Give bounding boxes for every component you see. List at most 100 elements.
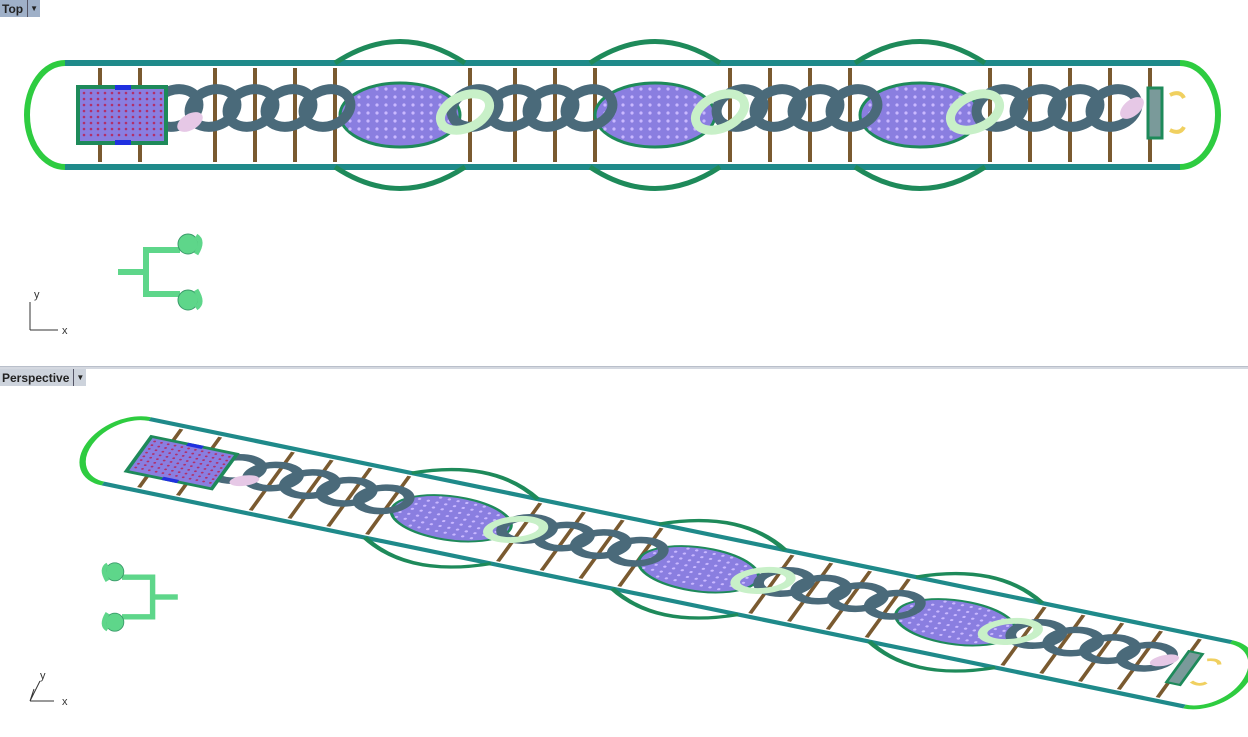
gem xyxy=(164,447,167,449)
gem xyxy=(671,567,676,570)
gem xyxy=(357,119,361,123)
gem xyxy=(705,562,709,565)
gem xyxy=(692,566,697,569)
gem xyxy=(173,444,177,447)
gem xyxy=(82,91,86,95)
gem xyxy=(684,119,688,123)
rung xyxy=(287,459,334,519)
gem xyxy=(366,119,370,123)
gem xyxy=(696,561,700,564)
chain-link xyxy=(606,536,669,567)
gem xyxy=(663,565,667,568)
gem xyxy=(496,514,500,517)
gem xyxy=(131,133,135,137)
gem xyxy=(949,95,953,99)
gem xyxy=(702,111,706,115)
gem xyxy=(482,505,487,508)
gem xyxy=(158,454,162,457)
gem xyxy=(393,111,397,115)
gem xyxy=(612,119,616,123)
gem xyxy=(743,565,748,568)
gem xyxy=(384,95,388,99)
gem xyxy=(159,91,163,95)
gem xyxy=(200,450,204,453)
connector-link xyxy=(483,515,549,543)
gem xyxy=(745,576,749,579)
gem xyxy=(941,617,945,620)
gem xyxy=(103,103,107,107)
rail-top xyxy=(148,417,1233,644)
gem xyxy=(124,133,128,137)
gem xyxy=(103,91,107,95)
gem xyxy=(913,127,917,131)
oval-frame xyxy=(411,467,540,501)
gem xyxy=(103,115,107,119)
viewport-title: Perspective xyxy=(2,370,70,385)
viewport-tab-top[interactable]: Top ▼ xyxy=(0,0,41,17)
gem xyxy=(931,111,935,115)
gem xyxy=(682,580,686,583)
gem xyxy=(675,119,679,123)
gem xyxy=(444,503,448,506)
chain-link xyxy=(863,589,926,620)
gem xyxy=(202,459,205,461)
gem xyxy=(436,513,441,516)
gem xyxy=(424,516,428,519)
gem xyxy=(895,103,899,107)
gem xyxy=(675,111,679,115)
clasp-hook xyxy=(1189,658,1222,686)
viewport-splitter[interactable] xyxy=(0,366,1248,370)
gem xyxy=(180,467,184,470)
gem xyxy=(974,612,979,615)
gem xyxy=(411,95,415,99)
perspective-view-canvas[interactable]: xy xyxy=(0,369,1248,737)
gem xyxy=(700,556,704,559)
axis-indicator: xy xyxy=(29,289,68,337)
clasp-jaw xyxy=(101,562,110,632)
gem xyxy=(131,121,135,125)
gem xyxy=(188,456,192,459)
gem xyxy=(157,445,161,448)
gem xyxy=(96,133,100,137)
gem xyxy=(411,103,415,107)
gem xyxy=(630,103,634,107)
gem xyxy=(886,103,890,107)
triangle-down-icon[interactable]: ▼ xyxy=(27,0,40,17)
gem xyxy=(708,557,713,560)
viewport-tab-perspective[interactable]: Perspective ▼ xyxy=(0,369,87,386)
gem xyxy=(932,615,936,618)
gem xyxy=(154,470,158,473)
chain-link xyxy=(298,84,356,132)
gem xyxy=(157,467,161,469)
gem xyxy=(639,87,643,91)
gem xyxy=(164,468,167,471)
gem xyxy=(211,478,215,481)
gem xyxy=(715,576,719,579)
gem xyxy=(877,127,881,131)
gem xyxy=(138,127,142,131)
triangle-down-icon[interactable]: ▼ xyxy=(73,369,86,386)
gem xyxy=(701,567,706,570)
gem xyxy=(466,513,471,516)
gem xyxy=(666,135,670,139)
gem xyxy=(433,518,437,521)
gem xyxy=(89,127,93,131)
gem xyxy=(441,519,446,523)
top-view-canvas[interactable]: xy xyxy=(0,0,1248,366)
gem xyxy=(214,453,218,455)
gem xyxy=(393,87,397,91)
gem xyxy=(689,570,693,574)
gem xyxy=(420,87,424,91)
gem xyxy=(922,135,926,139)
gem xyxy=(89,133,93,137)
gem xyxy=(384,103,388,107)
gem xyxy=(152,133,156,137)
gem xyxy=(703,551,708,554)
gem xyxy=(968,634,973,637)
gem xyxy=(621,119,625,123)
gem xyxy=(621,95,625,99)
gem xyxy=(895,95,899,99)
gem xyxy=(670,555,674,558)
